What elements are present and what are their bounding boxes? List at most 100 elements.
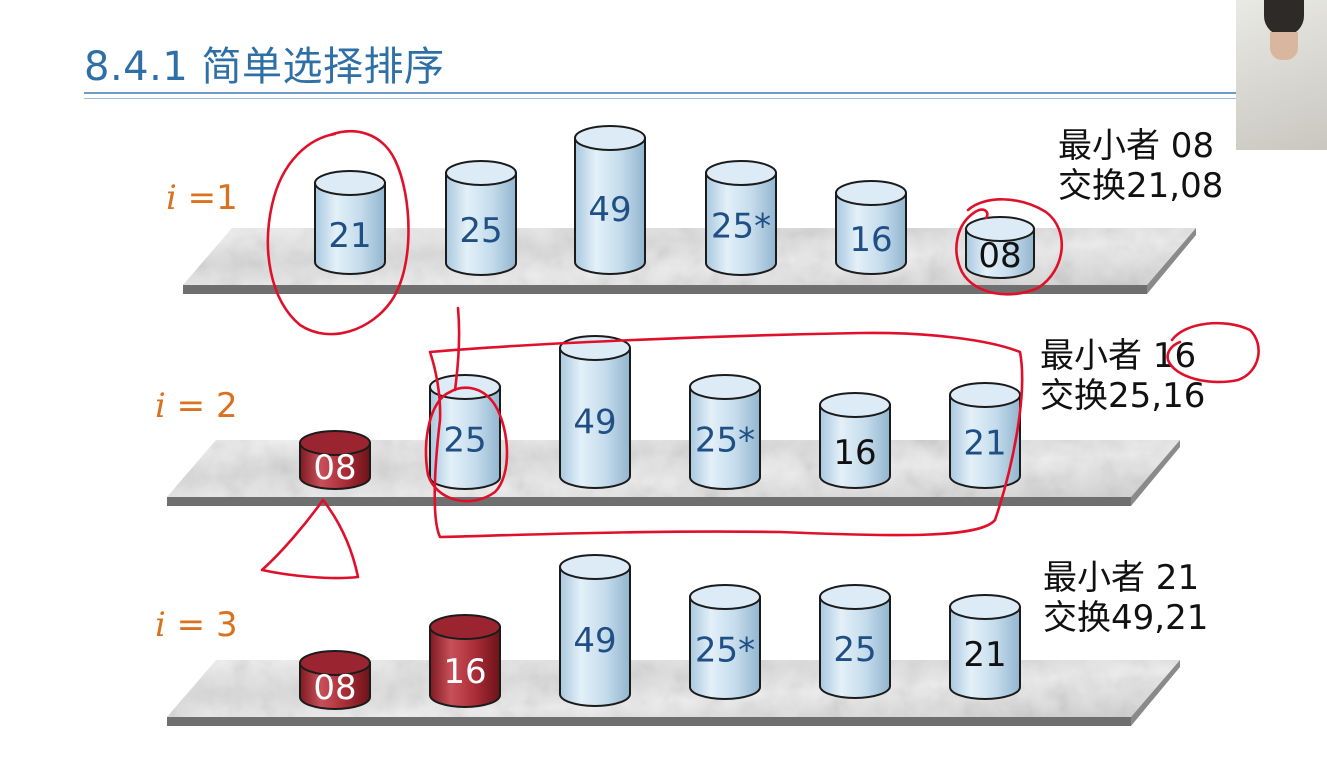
step-label-var: i	[155, 386, 166, 426]
presenter-head	[1264, 0, 1304, 36]
platform-texture	[183, 228, 1196, 285]
cylinder-body	[835, 192, 907, 275]
presenter-neck	[1270, 32, 1298, 60]
title-divider	[84, 92, 1244, 94]
cylinder-cap	[835, 180, 907, 206]
ink-triangle	[260, 498, 360, 580]
note-swap: 交换49,21	[1043, 598, 1209, 638]
note-swap: 交换25,16	[1040, 376, 1206, 416]
cylinder-value: 21	[328, 216, 371, 256]
cylinder-3-5: 25	[819, 584, 891, 699]
cylinder-cap	[429, 614, 501, 640]
step-label-1: i =1	[166, 178, 238, 218]
cylinder-body	[949, 394, 1021, 489]
note-swap: 交换21,08	[1058, 166, 1224, 206]
cylinder-body	[574, 137, 646, 275]
cylinder-cap	[299, 430, 371, 456]
platform-texture	[167, 660, 1180, 717]
cylinder-cap	[314, 170, 386, 196]
cylinder-3-2: 16	[429, 614, 501, 708]
cylinder-value: 49	[573, 402, 616, 442]
platform-edge	[167, 497, 1131, 506]
cylinder-value: 21	[963, 635, 1006, 675]
step-label-3: i = 3	[155, 605, 238, 645]
ink-circle-25	[424, 386, 509, 503]
cylinder-cap	[705, 160, 777, 186]
cylinder-value: 08	[313, 668, 356, 708]
cylinder-3-1: 08	[299, 650, 371, 710]
platforms	[167, 228, 1196, 726]
platform-side	[1131, 440, 1180, 506]
cylinder-body	[689, 596, 761, 700]
cylinder-1-3: 49	[574, 125, 646, 275]
ink-circle-21	[266, 130, 410, 336]
platform-edge	[167, 717, 1131, 726]
cylinder-cap	[965, 216, 1035, 242]
cylinder-body	[965, 228, 1035, 279]
cylinder-cap	[299, 650, 371, 676]
cylinder-body	[949, 606, 1021, 700]
note-minimum: 最小者 16	[1040, 336, 1197, 376]
cylinder-body	[819, 596, 891, 699]
cylinder-cap	[689, 374, 761, 400]
ink-circle-08	[955, 198, 1064, 296]
cylinder-body	[445, 172, 517, 276]
step-label-var: i	[166, 178, 177, 218]
cylinder-value: 16	[849, 220, 892, 260]
ink-tick	[453, 306, 461, 392]
cylinder-1-2: 25	[445, 160, 517, 276]
cylinder-value: 08	[978, 236, 1021, 276]
cylinder-body	[689, 386, 761, 490]
cylinder-2-2: 25	[429, 374, 501, 490]
cylinder-value: 25	[459, 211, 502, 251]
step-label-value: =1	[176, 178, 238, 218]
step-label-value: = 2	[165, 386, 238, 426]
cylinder-body	[819, 404, 891, 489]
note-minimum: 最小者 08	[1058, 126, 1215, 166]
cylinder-1-6: 08	[965, 216, 1035, 279]
ink-circle-16	[1166, 321, 1260, 384]
cylinder-value: 08	[313, 448, 356, 488]
step-note-2: 最小者 16 交换25,16	[1040, 336, 1205, 416]
cylinder-2-5: 16	[819, 392, 891, 489]
cylinder-2-1: 08	[299, 430, 371, 490]
cylinder-body	[299, 662, 371, 710]
cylinder-2-6: 21	[949, 382, 1021, 489]
step-label-var: i	[155, 605, 166, 645]
platform-side	[1131, 660, 1180, 726]
cylinder-body	[705, 172, 777, 276]
cylinder-body	[559, 347, 631, 489]
cylinder-value: 16	[833, 433, 876, 473]
step-label-value: = 3	[165, 605, 238, 645]
cylinder-value: 16	[443, 652, 486, 692]
cylinder-cap	[689, 584, 761, 610]
platform-side	[1147, 228, 1196, 294]
presenter-webcam-overlay	[1236, 0, 1327, 150]
cylinder-cap	[819, 584, 891, 610]
cylinder-cap	[574, 125, 646, 151]
platform-edge	[183, 285, 1147, 294]
step-note-3: 最小者 21 交换49,21	[1043, 558, 1208, 638]
cylinder-body	[299, 442, 371, 490]
platform-texture	[167, 440, 1180, 497]
note-minimum: 最小者 21	[1043, 558, 1200, 598]
cylinder-cap	[949, 382, 1021, 408]
cylinder-2-4: 25*	[689, 374, 761, 490]
cylinder-value: 25	[443, 421, 486, 461]
cylinder-cap	[819, 392, 891, 418]
cylinder-2-3: 49	[559, 335, 631, 489]
step-label-2: i = 2	[155, 386, 238, 426]
slide-title: 8.4.1 简单选择排序	[84, 44, 445, 90]
cylinder-cap	[949, 594, 1021, 620]
cylinder-value: 49	[588, 190, 631, 230]
annotation-ink	[260, 130, 1260, 580]
cylinder-3-6: 21	[949, 594, 1021, 700]
cylinder-value: 25*	[711, 207, 771, 247]
ink-box-unsorted	[428, 331, 1024, 539]
cylinder-1-5: 16	[835, 180, 907, 275]
cylinder-value: 25	[833, 630, 876, 670]
cylinder-value: 25*	[695, 631, 755, 671]
cylinder-body	[314, 182, 386, 275]
